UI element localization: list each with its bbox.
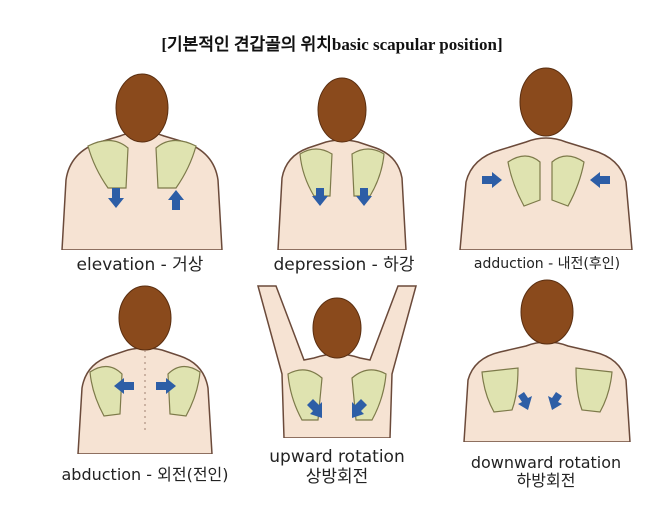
back-figure-downward-rotation xyxy=(463,279,631,442)
caption-abduction: abduction - 외전(전인) xyxy=(61,465,229,484)
arrow-right-icon xyxy=(156,378,176,394)
arrow-down-icon xyxy=(356,188,372,206)
abduction-panel xyxy=(60,284,230,454)
downward-rotation-panel xyxy=(462,276,632,442)
right-scapula xyxy=(551,155,585,207)
adduction-panel xyxy=(456,62,636,250)
back-figure-upward-rotation xyxy=(257,285,417,438)
arrow-left-icon xyxy=(590,172,610,188)
caption-elevation: elevation - 거상 xyxy=(76,255,204,275)
left-scapula xyxy=(481,367,519,413)
depression-panel xyxy=(252,70,432,250)
back-figure-abduction xyxy=(77,285,213,454)
head-hair xyxy=(519,67,573,137)
arrow-up-icon xyxy=(108,188,124,208)
left-scapula xyxy=(87,139,129,189)
head-hair xyxy=(115,73,169,143)
page-title: [기본적인 견갑골의 위치basic scapular position] xyxy=(161,35,503,54)
caption-upward-rotation: upward rotation 상방회전 xyxy=(242,447,432,487)
caption-downward-rotation-line1: downward rotation xyxy=(470,453,622,472)
caption-depression: depression - 하강 xyxy=(273,255,415,275)
arrow-down-right-icon xyxy=(307,399,322,418)
head-hair xyxy=(520,279,574,345)
right-scapula xyxy=(155,139,197,189)
caption-downward-rotation-line2: 하방회전 xyxy=(516,471,576,491)
left-scapula xyxy=(89,365,123,417)
head-hair xyxy=(312,297,362,359)
caption-downward-rotation: downward rotation 하방회전 xyxy=(446,453,646,491)
right-scapula xyxy=(167,365,201,417)
arrow-left-icon xyxy=(114,378,134,394)
left-scapula xyxy=(507,155,541,207)
right-scapula xyxy=(351,148,385,197)
head-hair xyxy=(118,285,172,351)
back-figure-adduction xyxy=(459,67,633,250)
left-scapula xyxy=(299,148,333,197)
caption-adduction: adduction - 내전(후인) xyxy=(473,256,621,272)
arrow-down-left-icon xyxy=(548,392,562,410)
arrow-right-icon xyxy=(482,172,502,188)
elevation-panel xyxy=(52,70,232,250)
head-hair xyxy=(317,77,367,143)
upward-rotation-panel xyxy=(252,282,422,438)
arrow-down-right-icon xyxy=(518,392,532,410)
caption-upward-rotation-line1: upward rotation xyxy=(269,447,405,467)
right-scapula xyxy=(575,367,613,413)
arrow-down-icon xyxy=(312,188,328,206)
back-figure-elevation xyxy=(61,73,223,250)
back-figure-depression xyxy=(277,77,407,250)
caption-upward-rotation-line2: 상방회전 xyxy=(305,466,369,487)
arrow-down-left-icon xyxy=(352,399,367,418)
arrow-up-icon xyxy=(168,190,184,210)
